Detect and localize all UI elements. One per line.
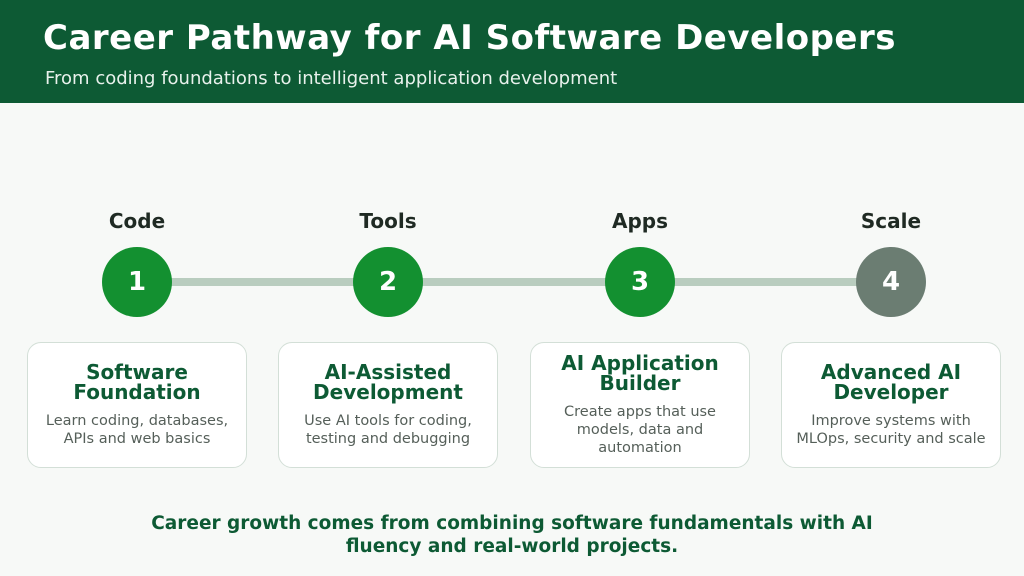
card-description: Learn coding, databases, APIs and web ba… (45, 413, 229, 447)
footer-summary: Career growth comes from combining softw… (151, 513, 873, 557)
step-circle-4: 4 (856, 247, 926, 317)
step-circle-2: 2 (353, 247, 423, 317)
card-title: AI-Assisted Development (313, 360, 463, 404)
step-card-advanced-ai-developer: Advanced AI Developer Improve systems wi… (781, 342, 1001, 468)
card-title: AI Application Builder (561, 351, 719, 395)
page-title: Career Pathway for AI Software Developer… (43, 18, 896, 58)
step-card-ai-application-builder: AI Application Builder Create apps that … (530, 342, 750, 468)
step-label-apps: Apps (611, 209, 668, 233)
step-card-ai-assisted-development: AI-Assisted Development Use AI tools for… (278, 342, 498, 468)
step-circle-1: 1 (102, 247, 172, 317)
step-label-scale: Scale (860, 209, 922, 233)
card-description: Create apps that use models, data and au… (564, 404, 716, 456)
step-card-software-foundation: Software Foundation Learn coding, databa… (27, 342, 247, 468)
card-title: Software Foundation (73, 360, 201, 404)
card-description: Improve systems with MLOps, security and… (796, 413, 986, 447)
step-circle-3: 3 (605, 247, 675, 317)
step-label-code: Code (108, 209, 166, 233)
header-banner: Career Pathway for AI Software Developer… (0, 0, 1024, 103)
page-subtitle: From coding foundations to intelligent a… (45, 68, 618, 89)
card-title: Advanced AI Developer (820, 360, 962, 404)
card-description: Use AI tools for coding, testing and deb… (304, 413, 472, 447)
step-label-tools: Tools (359, 209, 417, 233)
pathway-track (137, 278, 891, 286)
